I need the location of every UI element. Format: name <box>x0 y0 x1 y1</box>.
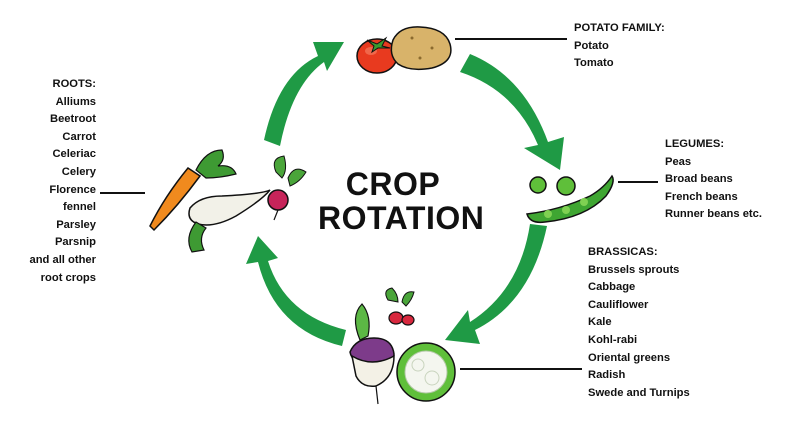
tomato-icon <box>356 36 398 74</box>
parsnip-icon <box>188 189 271 253</box>
potato-family-heading: POTATO FAMILY: <box>574 22 665 34</box>
cycle-arrows <box>246 42 564 346</box>
leader-line-potato <box>455 38 567 40</box>
legumes-item: Broad beans <box>665 173 733 186</box>
turnip-icon <box>349 303 395 405</box>
brassicas-item: Radish <box>588 369 626 382</box>
brassicas-item: Kale <box>588 316 612 329</box>
arrow-legumes-to-brassicas <box>445 224 547 344</box>
potato-family-item: Potato <box>574 39 609 52</box>
brassicas-item: Kohl-rabi <box>588 333 638 346</box>
legumes-heading: LEGUMES: <box>665 138 725 150</box>
leader-line-roots <box>100 192 145 194</box>
roots-heading: ROOTS: <box>52 78 96 90</box>
brassicas-item: Cabbage <box>588 281 636 294</box>
carrot-icon <box>149 149 237 232</box>
diagram-title-line1: CROP <box>345 166 441 202</box>
roots-item: fennel <box>63 201 96 214</box>
potato-icon <box>390 26 452 71</box>
roots-item: root crops <box>40 271 96 284</box>
brassicas-item: Cauliflower <box>588 298 649 311</box>
legumes-group: LEGUMES: Peas Broad beans French beans R… <box>665 136 762 224</box>
roots-item: Alliums <box>55 95 96 108</box>
roots-item: Parsnip <box>54 236 96 249</box>
roots-item: Carrot <box>62 130 96 143</box>
leader-line-brassicas <box>460 368 582 370</box>
beetroot-icon <box>267 155 307 221</box>
roots-item: Beetroot <box>50 113 96 126</box>
legumes-item: Peas <box>665 155 692 168</box>
roots-item: and all other <box>29 253 96 266</box>
diagram-title-line2: ROTATION <box>318 200 485 236</box>
roots-item: Florence <box>49 183 96 196</box>
leader-line-legumes <box>618 181 658 183</box>
peas-icon <box>526 174 614 224</box>
roots-group: ROOTS: Alliums Beetroot Carrot Celeriac … <box>20 76 96 287</box>
cauliflower-icon <box>396 342 456 402</box>
roots-item: Celeriac <box>52 148 96 161</box>
potato-family-item: Tomato <box>574 57 614 70</box>
legumes-item: Runner beans etc. <box>665 208 762 221</box>
brassicas-heading: BRASSICAS: <box>588 246 658 258</box>
arrow-brassicas-to-roots <box>246 236 346 346</box>
roots-item: Celery <box>61 165 96 178</box>
brassicas-group: BRASSICAS: Brussels sprouts Cabbage Caul… <box>588 244 690 402</box>
potato-family-group: POTATO FAMILY: Potato Tomato <box>574 20 665 73</box>
legumes-item: French beans <box>665 190 738 203</box>
brassicas-item: Swede and Turnips <box>588 386 690 399</box>
radish-icon <box>385 287 415 326</box>
brassicas-item: Oriental greens <box>588 351 671 364</box>
roots-item: Parsley <box>56 218 96 231</box>
arrow-potato-to-legumes <box>460 54 564 170</box>
arrow-roots-to-potato <box>264 42 344 146</box>
brassicas-item: Brussels sprouts <box>588 263 680 276</box>
